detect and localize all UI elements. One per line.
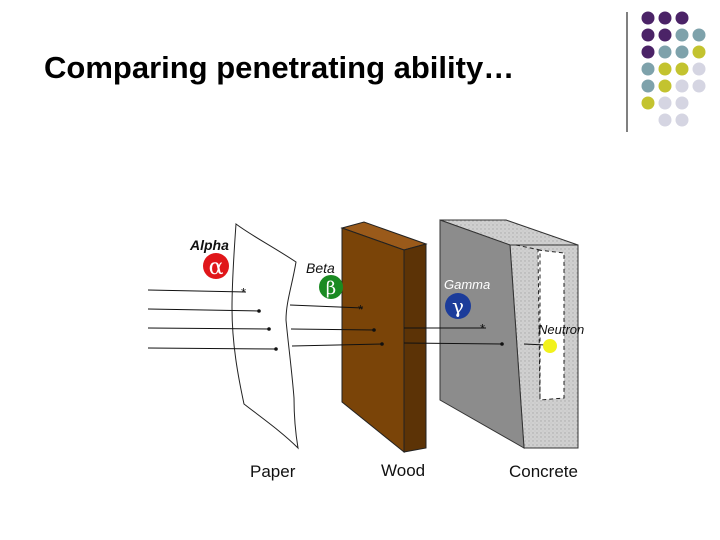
decor-dot (675, 28, 689, 42)
decor-dot (658, 62, 672, 76)
alpha-badge (203, 253, 229, 279)
decor-dot (658, 113, 672, 127)
decor-dot (658, 11, 672, 25)
decor-dot (675, 11, 689, 25)
decorative-dot-grid (641, 11, 706, 127)
decor-dot (658, 28, 672, 42)
neutron-track-d (523, 343, 547, 346)
concrete-front (439, 219, 525, 449)
alpha-stop-marker: * (241, 285, 246, 300)
neutron-label-group: Neutron (538, 322, 584, 353)
decor-dot (692, 28, 706, 42)
decor-dot (692, 62, 706, 76)
decor-dot (641, 45, 655, 59)
wood-barrier (340, 221, 428, 454)
concrete-cutout-edge (515, 244, 541, 400)
decor-dot (675, 79, 689, 93)
beta-symbol: β (326, 278, 336, 299)
gamma-track-b (290, 328, 375, 331)
decor-dot (658, 96, 672, 110)
neutron-track-dot (380, 342, 384, 346)
gamma-symbol: γ (452, 294, 464, 318)
alpha-label-group: Alpha α (189, 237, 229, 280)
gamma-track-dot (267, 327, 271, 331)
beta-stop-marker: * (358, 302, 363, 317)
wood-label: Wood (381, 461, 425, 480)
alpha-symbol: α (209, 255, 224, 280)
neutron-track-a (147, 347, 277, 350)
decor-dot (675, 113, 689, 127)
radiation-tracks: * * * (147, 285, 547, 351)
gamma-label: Gamma (444, 277, 490, 292)
concrete-cutout (537, 249, 565, 401)
paper-label: Paper (250, 462, 296, 481)
decorative-divider (626, 12, 628, 132)
paper-barrier (231, 223, 299, 450)
gamma-track-a (147, 327, 270, 330)
decor-dot (692, 45, 706, 59)
paper-sheet (231, 223, 299, 450)
alpha-label: Alpha (189, 237, 229, 253)
decor-dot (658, 45, 672, 59)
decor-dot (675, 96, 689, 110)
decor-dot (675, 62, 689, 76)
neutron-track-b (291, 343, 383, 347)
beta-badge (319, 275, 343, 299)
neutron-track-dot (274, 347, 278, 351)
wood-front (341, 227, 405, 454)
decor-dot (692, 79, 706, 93)
gamma-track-dot (372, 328, 376, 332)
gamma-stop-marker: * (480, 321, 485, 336)
beta-label: Beta (306, 260, 335, 276)
beta-track-a (147, 308, 260, 312)
decor-dot (658, 79, 672, 93)
decor-dot (675, 45, 689, 59)
gamma-badge (445, 293, 471, 319)
decor-dot (641, 96, 655, 110)
wood-side (403, 243, 427, 453)
neutron-badge (543, 339, 557, 353)
decor-dot (641, 28, 655, 42)
neutron-track-c (403, 342, 503, 345)
neutron-label: Neutron (538, 322, 584, 337)
gamma-label-group: Gamma γ (444, 277, 490, 319)
slide-title: Comparing penetrating ability… (44, 50, 515, 85)
alpha-track (147, 289, 247, 293)
beta-track-b (289, 304, 364, 309)
beta-track-dot (257, 309, 261, 313)
decor-dot (641, 79, 655, 93)
beta-label-group: Beta β (306, 260, 343, 299)
neutron-track-dot (500, 342, 504, 346)
concrete-label: Concrete (509, 462, 578, 481)
decor-dot (641, 11, 655, 25)
decor-dot (641, 62, 655, 76)
